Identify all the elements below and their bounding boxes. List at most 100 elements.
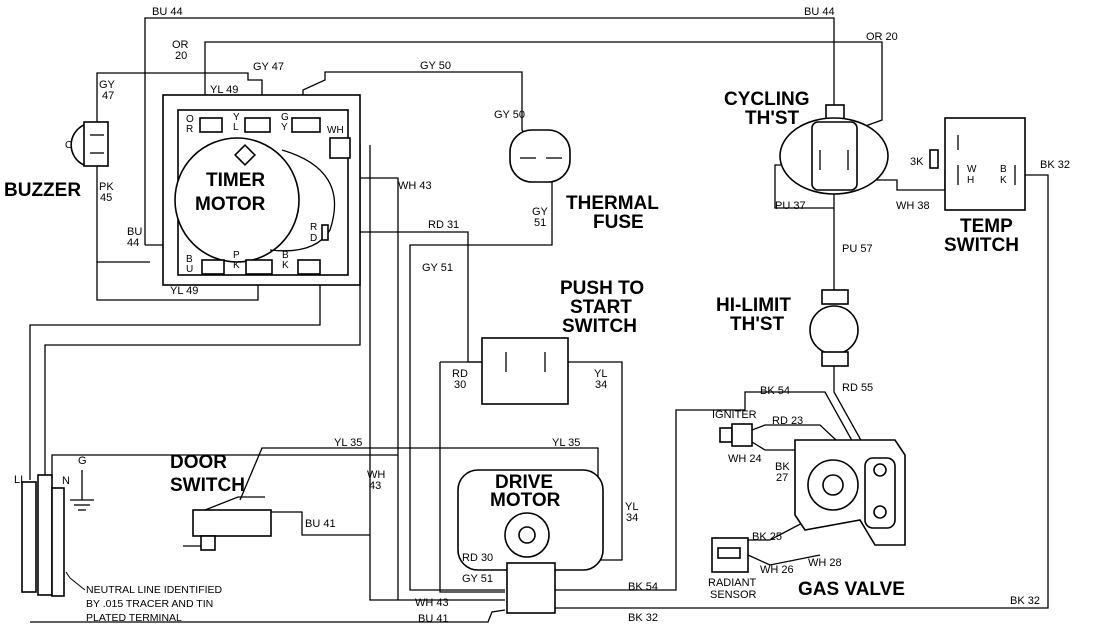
wire-bk54-top: BK 54 [760, 385, 790, 397]
wire-bu44-left-2: 44 [127, 237, 139, 249]
wire-wh43-bottom: WH 43 [415, 597, 449, 609]
wire-pk45-1: PK [99, 181, 114, 193]
wire-bu41-bottom: BU 41 [418, 613, 449, 625]
term-g: G [281, 112, 289, 123]
wire-pu37: PU 37 [775, 200, 806, 212]
term-p: P [233, 250, 240, 261]
thermal-fuse-label-2: FUSE [593, 212, 644, 233]
gas-valve [794, 439, 906, 546]
wire-gy47-left-1: GY [99, 79, 116, 91]
wire-gy51-fuse-2: 51 [534, 217, 546, 229]
door-switch-label-1: DOOR [170, 452, 227, 473]
wire-wh28: WH 28 [808, 557, 842, 569]
hi-limit-label-2: TH'ST [730, 314, 785, 335]
radiant-sensor-label-1: RADIANT [708, 577, 757, 589]
wire-wh43-mid-1: WH [367, 469, 385, 481]
push-to-start-switch [481, 337, 569, 405]
wire-labels: BU 44 BU 44 OR 20 OR 20 GY 47 GY 47 YL 4… [99, 6, 1070, 625]
push-start-label-1: PUSH TO [560, 278, 644, 299]
drive-motor [457, 469, 604, 614]
wire-bk32-bottom-right: BK 32 [1010, 595, 1040, 607]
wire-or20-right: OR 20 [866, 31, 898, 43]
term-r2: R [310, 222, 317, 233]
term-ts-k: K [1000, 175, 1007, 186]
term-ts-b: B [1000, 164, 1007, 175]
note-arrow [65, 571, 86, 591]
term-r: R [186, 124, 193, 135]
wire-gy50-fuse: GY 50 [494, 109, 525, 121]
wire-bu41-door: BU 41 [305, 518, 336, 530]
door-switch [183, 496, 272, 551]
temp-switch-label-2: SWITCH [944, 235, 1019, 256]
wire-pk45-2: 45 [100, 192, 112, 204]
wire-yl34-switch-2: 34 [595, 379, 607, 391]
power-terminals [21, 470, 94, 597]
hi-limit-thermostat [809, 289, 859, 367]
buzzer-label: BUZZER [4, 180, 81, 201]
wire-yl35-right: YL 35 [552, 437, 580, 449]
igniter [719, 423, 753, 447]
term-ts-3k: 3K [910, 156, 924, 168]
door-switch-label-2: SWITCH [170, 475, 245, 496]
term-b: B [186, 254, 193, 265]
term-y: Y [233, 112, 240, 123]
wire-wh26: WH 26 [760, 564, 794, 576]
wire-bk27-1: BK [775, 461, 790, 473]
wire-bu44-left-1: BU [127, 226, 142, 238]
terminal-labels: O R Y L G Y WH R D B U P K B K W H B K 3… [186, 112, 1007, 275]
thermal-fuse [509, 129, 571, 183]
drive-motor-label-2: MOTOR [490, 490, 561, 511]
term-l: L [233, 122, 239, 133]
wire-yl34-motor-2: 34 [626, 512, 638, 524]
wire-yl49-top: YL 49 [210, 84, 238, 96]
wire-yl49-bottom: YL 49 [170, 285, 198, 297]
term-u: U [186, 264, 193, 275]
wire-rd30-switch-2: 30 [454, 379, 466, 391]
term-b2: B [282, 250, 289, 261]
neutral-note: NEUTRAL LINE IDENTIFIED BY .015 TRACER A… [86, 584, 223, 624]
wire-yl35-left: YL 35 [334, 437, 362, 449]
wire-bk32-right: BK 32 [1040, 159, 1070, 171]
push-start-label-2: START [570, 297, 632, 318]
timer-motor-label-1: TIMER [206, 170, 265, 191]
term-y2: Y [281, 122, 288, 133]
wire-bk32-bottom-mid: BK 32 [628, 612, 658, 624]
cycling-thermostat [779, 104, 889, 195]
timer-motor-label-2: MOTOR [195, 194, 266, 215]
wire-gy51-motor: GY 51 [462, 573, 493, 585]
wire-bu44-top-right: BU 44 [804, 6, 835, 18]
buzzer: C [65, 121, 109, 167]
igniter-label: IGNITER [712, 409, 757, 421]
term-wh: WH [327, 125, 344, 136]
temp-switch [929, 117, 1026, 211]
wire-rd30-motor: RD 30 [462, 552, 493, 564]
component-labels: BUZZER TIMER MOTOR THERMAL FUSE CYCLING … [4, 89, 1019, 601]
wire-bu44-top-left: BU 44 [152, 6, 183, 18]
gas-valve-label: GAS VALVE [798, 579, 905, 600]
wire-bk27-2: 27 [776, 472, 788, 484]
note-line-2: BY .015 TRACER AND TIN [86, 598, 213, 610]
wire-gy50-top: GY 50 [420, 60, 451, 72]
radiant-sensor-label-2: SENSOR [710, 589, 757, 601]
term-k: K [233, 260, 240, 271]
wire-yl34-switch-1: YL [594, 368, 607, 380]
wire-rd31: RD 31 [428, 219, 459, 231]
radiant-sensor [711, 537, 749, 573]
power-n: N [62, 475, 70, 487]
wire-wh43-mid-2: 43 [369, 480, 381, 492]
term-o: O [186, 114, 194, 125]
wire-rd30-switch-1: RD [452, 368, 468, 380]
timer-housing [162, 94, 361, 286]
term-k2: K [282, 260, 289, 271]
wire-gy47-top: GY 47 [253, 61, 284, 73]
wire-pu57: PU 57 [842, 243, 873, 255]
wire-rd23: RD 23 [772, 415, 803, 427]
term-ts-h: H [967, 175, 974, 186]
wire-gy47-left-2: 47 [102, 90, 114, 102]
wire-wh38: WH 38 [896, 200, 930, 212]
cycling-thst-label-1: CYCLING [724, 89, 810, 110]
hi-limit-label-1: HI-LIMIT [716, 295, 791, 316]
wire-or20-left-1: OR [172, 39, 189, 51]
thermal-fuse-label-1: THERMAL [566, 193, 659, 214]
